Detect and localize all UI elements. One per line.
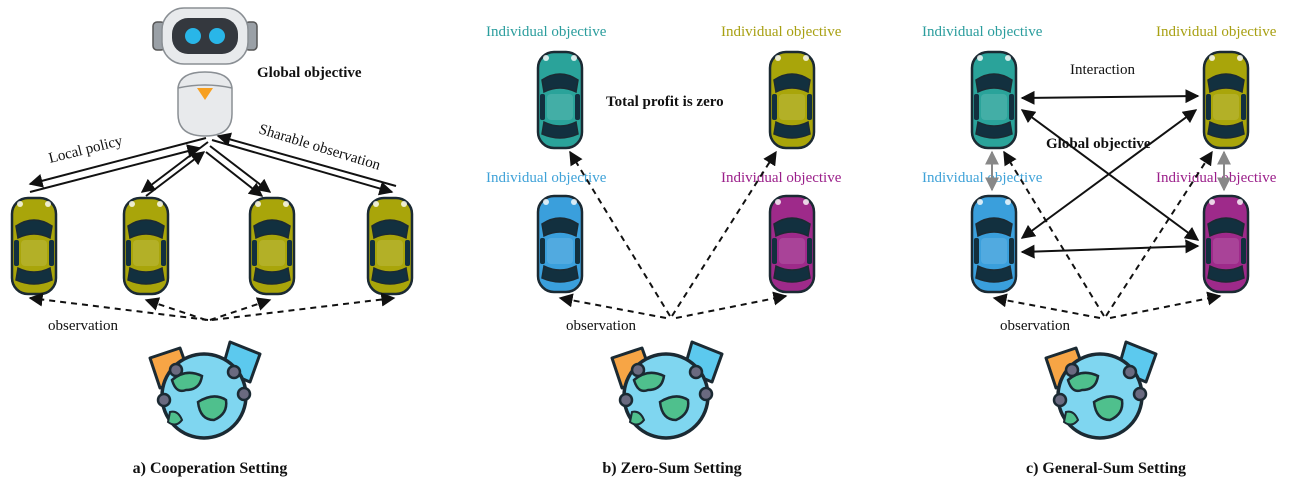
- globe-environment-icon: [610, 340, 724, 440]
- car-icon: [768, 50, 816, 150]
- interaction-arrows: [1020, 89, 1200, 259]
- car-icon: [768, 194, 816, 294]
- individual-objective-label: Individual objective: [721, 24, 842, 40]
- sharable-observation-label: Sharable observation: [257, 122, 383, 174]
- observation-label: observation: [1000, 318, 1070, 334]
- policy-arrows: [28, 132, 397, 197]
- globe-environment-icon: [1044, 340, 1158, 440]
- car-icon: [1202, 50, 1250, 150]
- total-profit-label: Total profit is zero: [606, 94, 724, 110]
- individual-objective-label: Individual objective: [1156, 24, 1277, 40]
- individual-objective-label: Individual objective: [922, 24, 1043, 40]
- car-icon: [1202, 194, 1250, 294]
- global-objective-label: Global objective: [257, 65, 362, 81]
- car-icon: [122, 196, 170, 296]
- caption-cooperation: a) Cooperation Setting: [133, 460, 288, 477]
- panel-cooperation: Global objective Local policy Sharable o…: [10, 7, 414, 477]
- car-icon: [366, 196, 414, 296]
- individual-objective-label: Individual objective: [1156, 170, 1277, 186]
- caption-zero-sum: b) Zero-Sum Setting: [602, 460, 741, 477]
- panel-general-sum: Individual objective Individual objectiv…: [922, 24, 1277, 477]
- car-icon: [970, 50, 1018, 150]
- robot-icon: [152, 7, 258, 137]
- observation-label: observation: [566, 318, 636, 334]
- observation-arrows: [28, 292, 396, 321]
- car-icon: [970, 194, 1018, 294]
- observation-arrows: [992, 150, 1222, 319]
- car-icon: [536, 194, 584, 294]
- car-icon: [248, 196, 296, 296]
- caption-general-sum: c) General-Sum Setting: [1026, 460, 1186, 477]
- global-objective-arrows: [985, 150, 1231, 192]
- individual-objective-label: Individual objective: [922, 170, 1043, 186]
- panel-zero-sum: Individual objective Individual objectiv…: [486, 24, 842, 477]
- individual-objective-label: Individual objective: [486, 170, 607, 186]
- observation-label: observation: [48, 318, 118, 334]
- observation-arrows: [558, 150, 788, 319]
- interaction-label: Interaction: [1070, 62, 1135, 78]
- globe-environment-icon: [148, 340, 262, 440]
- car-icon: [10, 196, 58, 296]
- individual-objective-label: Individual objective: [721, 170, 842, 186]
- car-icon: [536, 50, 584, 150]
- individual-objective-label: Individual objective: [486, 24, 607, 40]
